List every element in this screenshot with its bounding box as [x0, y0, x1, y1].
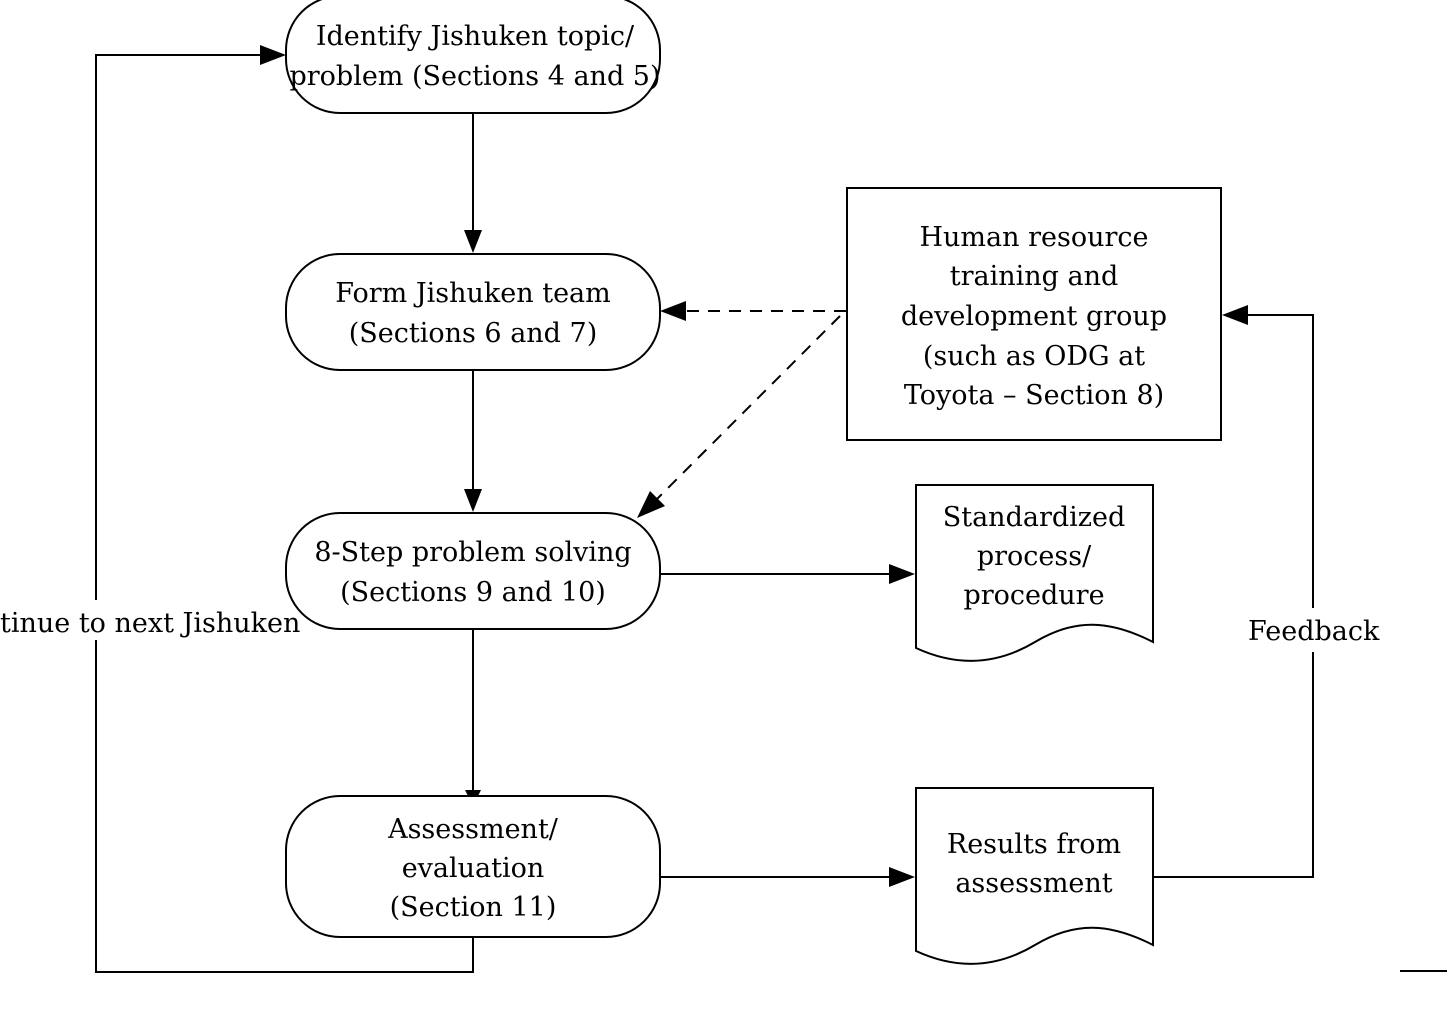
node-standardized-line-3: procedure [963, 580, 1104, 611]
node-assessment-line-3: (Section 11) [390, 892, 557, 923]
arrowhead-identify [260, 45, 286, 65]
node-hr-group-line-5: Toyota – Section 8) [904, 380, 1164, 411]
node-hr-group-line-2: training and [950, 261, 1119, 292]
node-hr-group-line-1: Human resource [920, 222, 1149, 253]
arrowhead-solving [464, 489, 482, 512]
node-assessment-line-1: Assessment/ [387, 814, 559, 845]
node-identify-topic-line-2: problem (Sections 4 and 5) [289, 61, 660, 92]
node-assessment-line-2: evaluation [402, 853, 545, 884]
node-standardized-line-1: Standardized [943, 502, 1126, 533]
continue-label-bg [0, 600, 288, 640]
node-problem-solving-line-2: (Sections 9 and 10) [340, 577, 606, 608]
node-form-team-line-2: (Sections 6 and 7) [349, 318, 598, 349]
arrowhead-standardized [889, 564, 915, 584]
edge-loop-continue [95, 54, 474, 973]
node-problem-solving-line-1: 8-Step problem solving [314, 537, 631, 568]
node-problem-solving: 8-Step problem solving (Sections 9 and 1… [285, 512, 661, 630]
edge-hr-to-solving [653, 315, 841, 503]
node-form-team: Form Jishuken team (Sections 6 and 7) [285, 253, 661, 371]
arrowhead-team [464, 230, 482, 253]
feedback-label-bg [1246, 608, 1376, 652]
feedback-label: Feedback [1248, 616, 1380, 647]
node-identify-topic: Identify Jishuken topic/ problem (Sectio… [285, 0, 661, 114]
node-hr-group-line-4: (such as ODG at [923, 341, 1145, 372]
node-identify-topic-line-1: Identify Jishuken topic/ [316, 21, 635, 52]
node-hr-group-line-3: development group [901, 301, 1167, 332]
continue-label: tinue to next Jishuken [0, 608, 300, 639]
arrowhead-hr [1222, 305, 1248, 325]
node-results: Results from assessment [915, 787, 1154, 965]
edge-feedback [1153, 314, 1314, 878]
node-form-team-line-1: Form Jishuken team [335, 278, 611, 309]
node-assessment: Assessment/ evaluation (Section 11) [285, 795, 661, 938]
node-hr-group: Human resource training and development … [846, 187, 1222, 441]
node-standardized-line-2: process/ [977, 541, 1092, 572]
arrowhead-solving-from-hr [637, 491, 665, 518]
node-standardized-process: Standardized process/ procedure [915, 484, 1154, 662]
node-results-line-1: Results from [947, 829, 1121, 860]
node-results-line-2: assessment [955, 868, 1112, 899]
arrowhead-results [889, 867, 915, 887]
arrowhead-team-from-hr [660, 301, 686, 321]
